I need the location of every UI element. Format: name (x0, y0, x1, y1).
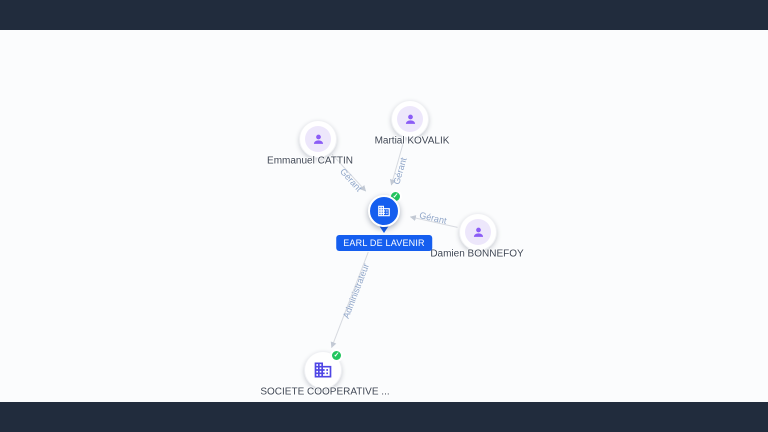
person-icon (473, 227, 483, 237)
person-icon (405, 114, 415, 124)
edge-line (330, 251, 369, 349)
graph-node-center[interactable]: ✓ (366, 190, 402, 233)
building-icon (378, 205, 390, 217)
person-node-circle (299, 120, 337, 158)
node-name-label: Emmanuel CATTIN (267, 155, 353, 167)
center-pin-circle (368, 195, 400, 227)
building-icon (314, 362, 332, 378)
node-name-label: SOCIETE COOPERATIVE ... (260, 386, 390, 398)
graph-node-kovalik[interactable] (391, 100, 429, 138)
person-icon-bg (305, 126, 331, 152)
edge-line (331, 154, 367, 192)
top-bar (0, 0, 768, 30)
node-name-label: Damien BONNEFOY (430, 248, 524, 260)
graph-node-cattin[interactable] (299, 120, 337, 158)
company-node-circle: ✓ (304, 349, 343, 389)
node-name-label: Martial KOVALIK (374, 135, 450, 147)
pin-pointer (378, 224, 390, 233)
person-node-circle (459, 213, 497, 251)
edge-line (409, 215, 458, 228)
person-icon-bg (397, 106, 423, 132)
person-node-circle (391, 100, 429, 138)
center-node-label[interactable]: EARL DE LAVENIR (336, 235, 432, 251)
person-icon-bg (465, 219, 491, 245)
graph-node-coop[interactable]: ✓ (304, 349, 343, 389)
bottom-bar (0, 402, 768, 432)
edge-line (389, 139, 405, 186)
person-icon (313, 134, 323, 144)
graph-node-bonnefoy[interactable] (459, 213, 497, 251)
verified-badge-icon: ✓ (330, 349, 343, 362)
